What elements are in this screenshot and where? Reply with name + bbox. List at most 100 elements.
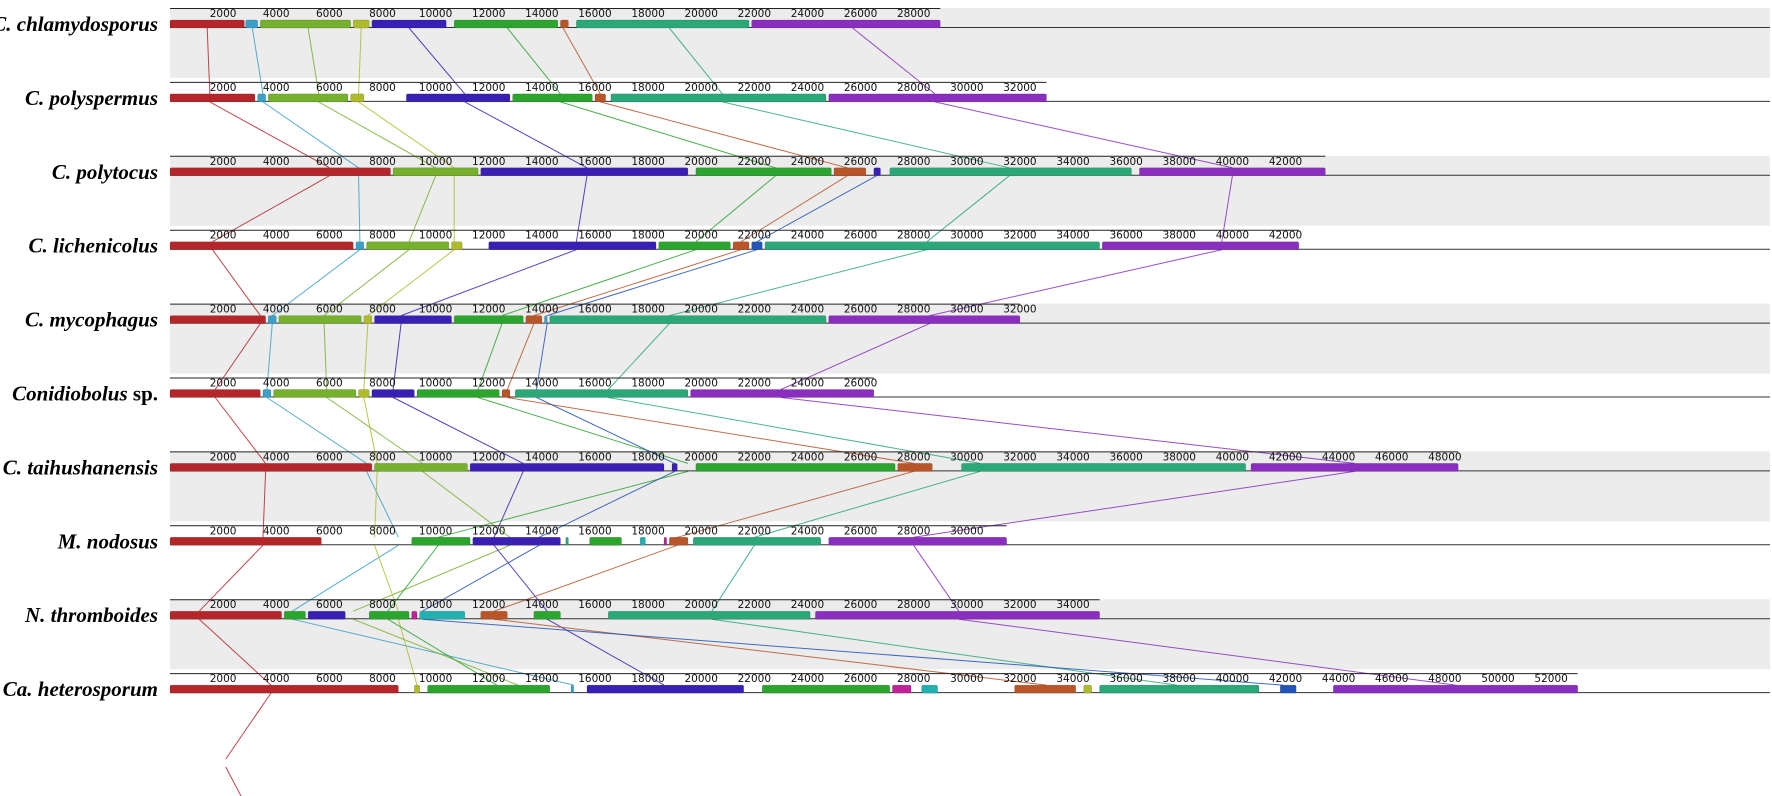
homology-link-red: [198, 618, 272, 686]
ruler-tick-label: 4000: [263, 82, 290, 94]
collinear-block-indigo: [371, 19, 447, 29]
row-bands: [170, 8, 1770, 670]
ruler-tick-label: 26000: [844, 525, 877, 537]
homology-link-purple: [958, 618, 1456, 686]
row-band: [170, 451, 1770, 522]
homology-link-blue: [547, 249, 758, 317]
collinear-block-orange: [501, 389, 511, 398]
homology-link-cyan: [291, 544, 399, 612]
ruler-tick-label: 28000: [897, 304, 930, 316]
ruler-tick-label: 40000: [1216, 673, 1249, 685]
ruler-tick-label: 20000: [684, 451, 717, 463]
ruler-tick-label: 22000: [738, 230, 771, 242]
collinear-block-olive: [1083, 684, 1092, 694]
collinear-block-cyan: [262, 389, 272, 398]
ruler-tick-label: 22000: [738, 378, 771, 390]
collinear-block-purple: [828, 315, 1021, 324]
homology-link-indigo: [392, 397, 524, 464]
homology-link-orange: [600, 101, 848, 169]
homology-link-blue: [536, 323, 548, 390]
taxon-label: C. polyspermus: [25, 86, 158, 110]
ruler-tick-label: 18000: [631, 451, 664, 463]
collinear-block-olive: [350, 93, 365, 103]
ruler-tick-label: 6000: [316, 304, 343, 316]
ruler-tick-label: 4000: [263, 156, 290, 168]
taxon-label: C. chlamydosporus: [0, 12, 158, 36]
collinear-block-blue: [1279, 684, 1297, 694]
ruler-tick-label: 4000: [263, 673, 290, 685]
homology-link-cyan: [266, 397, 367, 464]
homology-link-indigo: [493, 544, 548, 612]
homology-link-lime: [353, 618, 519, 686]
ruler-tick-label: 10000: [419, 230, 452, 242]
homology-link-orange: [740, 175, 848, 243]
collinear-block-cyan: [268, 315, 277, 324]
homology-link-teal: [754, 470, 981, 538]
taxon-label: Conidiobolus sp.: [12, 382, 158, 406]
homology-link-lime: [326, 397, 423, 464]
ruler-tick-label: 14000: [525, 599, 558, 611]
ruler-tick-label: 32000: [1003, 230, 1036, 242]
homology-link-purple: [780, 397, 1355, 464]
collinear-block-teal: [576, 19, 750, 29]
homology-link-cyan: [262, 101, 359, 169]
ruler-tick-label: 20000: [684, 599, 717, 611]
collinear-block-teal: [565, 537, 569, 546]
homology-link-lime: [353, 544, 511, 612]
homology-link-cyan: [358, 175, 361, 242]
collinear-block-green: [368, 610, 410, 620]
collinear-block-orange: [560, 19, 569, 29]
ruler-tick-label: 42000: [1269, 156, 1302, 168]
collinear-block-red: [169, 315, 266, 324]
ruler-tick-label: 20000: [684, 82, 717, 94]
ruler-tick-label: 16000: [578, 673, 611, 685]
collinear-block-magenta: [892, 684, 912, 694]
ruler-tick-label: 22000: [738, 673, 771, 685]
ruler-tick-label: 2000: [210, 156, 237, 168]
homology-link-blue: [536, 397, 675, 464]
collinear-block-cyan: [355, 241, 365, 250]
ruler-tick-label: 4000: [263, 525, 290, 537]
ruler-tick-label: 20000: [684, 230, 717, 242]
collinear-block-purple: [1139, 167, 1326, 177]
ruler-tick-label: 14000: [525, 378, 558, 390]
ruler-tick-label: 6000: [316, 599, 343, 611]
collinear-block-cyan: [245, 19, 258, 29]
collinear-block-purple: [690, 389, 875, 398]
ruler-tick-label: 40000: [1216, 156, 1249, 168]
collinear-block-orange: [525, 315, 543, 324]
ruler-tick-label: 10000: [419, 82, 452, 94]
ruler-tick-label: 38000: [1163, 230, 1196, 242]
homology-link-orange: [493, 618, 1047, 686]
ruler-tick-label: 2000: [210, 230, 237, 242]
homology-link-orange: [506, 323, 535, 390]
ruler-tick-label: 2000: [210, 82, 237, 94]
homology-link-purple: [913, 470, 1355, 538]
ruler-tick-label: 26000: [844, 378, 877, 390]
ruler-tick-label: 26000: [844, 599, 877, 611]
ruler-tick-label: 8000: [369, 156, 396, 168]
collinear-block-indigo: [374, 315, 452, 324]
ruler-tick-label: 36000: [1109, 230, 1142, 242]
collinear-block-cyan: [257, 93, 266, 103]
homology-link-indigo: [408, 27, 466, 95]
row-band: [170, 303, 1770, 374]
ruler-tick-label: 16000: [578, 599, 611, 611]
collinear-block-red: [169, 167, 391, 177]
ruler-tick-label: 28000: [897, 8, 930, 20]
ruler-tick-label: 32000: [1003, 82, 1036, 94]
collinear-block-green: [589, 537, 622, 546]
collinear-block-green: [283, 610, 306, 620]
ruler-tick-label: 22000: [738, 8, 771, 20]
homology-link-teal: [607, 323, 670, 390]
ruler-tick-label: 28000: [897, 156, 930, 168]
ruler-tick-label: 40000: [1216, 230, 1249, 242]
collinear-block-teal: [889, 167, 1132, 177]
ruler-tick-label: 8000: [369, 673, 396, 685]
ruler-tick-label: 28000: [897, 451, 930, 463]
collinear-block-indigo: [472, 537, 561, 546]
homology-link-teal: [668, 27, 723, 95]
ruler-tick-label: 6000: [316, 156, 343, 168]
taxon-label: C. taihushanensis: [3, 455, 158, 479]
ruler-tick-label: 30000: [950, 525, 983, 537]
